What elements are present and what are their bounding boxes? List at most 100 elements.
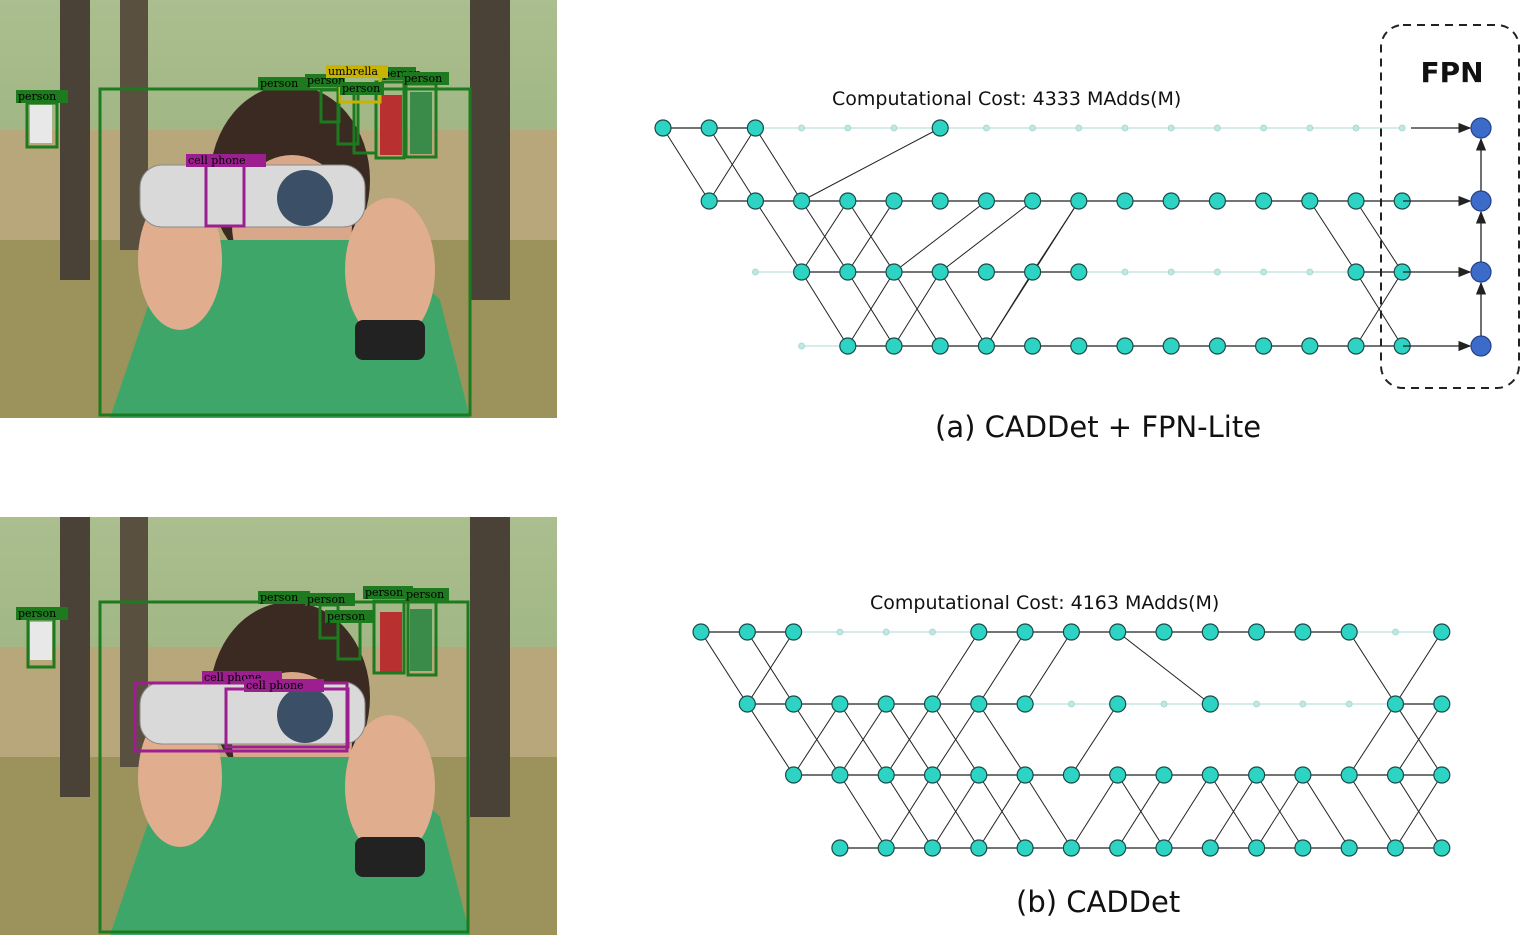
photo-scene-a: person person person person person umbre… [0,0,557,418]
graph-b-edge-x-23 [932,774,980,849]
graph-b-node-r1-c4 [877,695,895,713]
graph-a-edge-x-2 [754,127,803,202]
graph-a-node-r2-c9 [1070,263,1088,281]
graph-b-node-r1-c3 [831,695,849,713]
graph-a-dot-r0-c15 [1352,124,1360,132]
graph-a-node-r2-c7 [977,263,996,281]
graph-b-edge-x-38 [1348,703,1396,776]
graph-a-node-r1-c14 [1301,192,1319,210]
graph-a-node-r3-c8 [1023,337,1042,355]
graph-a-node-r1-c12 [1208,192,1227,210]
graph-b-node-r0-c9 [1109,623,1127,641]
graph-b-node-r2-c10 [1155,766,1173,784]
graph-a-edge-x-9 [847,200,895,273]
det-label-a-7: cell phone [188,154,246,167]
graph-b-node-r3-c5 [923,839,942,857]
graph-a-dot-r0-c3 [798,124,805,132]
graph-a-node-r0-c2 [746,119,765,137]
graph-a-dot-r0-c10 [1121,124,1129,132]
graph-b-edge-x-34 [1256,774,1304,849]
detection-labels-b: person person person person person perso… [16,586,449,692]
det-label-b-0: person [18,607,56,620]
graph-b-edge-x-2 [746,631,795,705]
graph-a-node-r3-c7 [977,337,996,355]
graph-b-node-r0-c12 [1247,623,1266,641]
graph-a-node-r2-c3 [792,263,811,281]
graph-a-node-r1-c5 [885,192,903,210]
graph-b-node-r0-c13 [1294,623,1312,641]
graph-a-edge-x-0 [662,127,710,202]
graph-b-node-r0-c11 [1201,623,1219,641]
graph-a [654,119,1411,355]
graph-b-node-r1-c5 [923,695,942,713]
graph-a-dot-r2-c2 [752,268,759,276]
graph-a-dot-r2-c11 [1167,268,1175,276]
graph-b-node-r2-c12 [1247,766,1266,784]
detection-photo-b: person person person person person perso… [0,517,557,935]
graph-b-node-r0-c2 [784,623,803,641]
graph-b-dot-r1-c13 [1299,700,1307,708]
graph-b-edge-x-22 [885,774,933,849]
graph-a-dot-r2-c13 [1260,268,1267,276]
graph-b-node-r0-c0 [692,623,710,641]
det-label-a-0: person [18,90,56,103]
graph-a-dot-r0-c13 [1260,124,1267,132]
graph-b-dot-r0-c5 [929,628,936,636]
det-label-b-7: cell phone [246,679,304,692]
graph-b-edge-x-21 [1024,774,1072,849]
graph-a-edge-x-22 [1355,200,1403,273]
det-label-b-5: person [406,588,444,601]
graph-b-node-r3-c9 [1109,839,1127,857]
graph-a-edge-x-21 [1309,200,1357,273]
fpn-dashed-box [1380,24,1520,389]
graph-a-node-r1-c8 [1023,192,1042,210]
graph-b-node-r1-c2 [784,695,803,713]
graph-a-dot-r3-c3 [798,342,805,350]
graph-a-edge-x-5 [754,200,803,273]
graph-b-dot-r0-c3 [836,628,844,636]
graph-b-edge-x-12 [932,703,980,776]
graph-a-node-r2-c4 [839,263,857,281]
graph-a-node-r0-c6 [931,119,949,137]
graph-a-node-r1-c4 [839,192,857,210]
graph-a-node-r1-c9 [1070,192,1088,210]
graph-b [692,623,1451,857]
graph-b-edge-x-9 [793,703,841,776]
graph-b-node-r0-c8 [1062,623,1081,641]
graph-a-dot-r0-c7 [983,124,990,132]
graph-b-node-r2-c9 [1109,766,1127,784]
graph-a-node-r1-c15 [1347,192,1365,210]
graph-b-node-r2-c4 [877,766,895,784]
graph-a-edge-x-4 [801,127,941,202]
graph-a-dot-r0-c5 [890,124,898,132]
graph-b-edge-x-14 [978,631,1026,705]
graph-a-node-r1-c7 [977,192,996,210]
graph-b-edge-x-41 [1395,774,1443,849]
graph-b-node-r0-c10 [1155,623,1173,641]
graph-b-node-r3-c13 [1294,839,1312,857]
graph-a-node-r3-c5 [885,337,903,355]
graph-b-edge-x-24 [978,774,1026,849]
graph-b-node-r0-c6 [970,623,988,641]
graph-b-dot-r1-c10 [1160,700,1168,708]
graph-b-node-r0-c7 [1016,623,1034,641]
graph-a-node-r0-c1 [700,119,718,137]
graph-a-node-r3-c15 [1347,337,1365,355]
graph-a-node-r3-c6 [931,337,949,355]
graph-a-node-r1-c11 [1162,192,1180,210]
graph-a-node-r2-c8 [1023,263,1042,281]
graph-a-edge-x-10 [893,200,987,273]
graph-b-edge-x-27 [1117,774,1165,849]
graph-a-node-r3-c9 [1070,337,1088,355]
graph-b-dot-r0-c15 [1392,628,1399,636]
det-label-a-5: umbrella [328,65,378,78]
graph-b-edge-x-31 [1209,774,1258,849]
photo-scene-b: person person person person person perso… [0,517,557,935]
graph-b-edge-x-8 [978,703,1026,776]
graph-b-node-r3-c4 [877,839,895,857]
fpn-label: FPN [1420,56,1483,89]
fpn-nodes [1403,117,1492,357]
graph-b-edge-x-25 [1070,774,1119,849]
graph-a-edge-x-3 [708,127,756,202]
